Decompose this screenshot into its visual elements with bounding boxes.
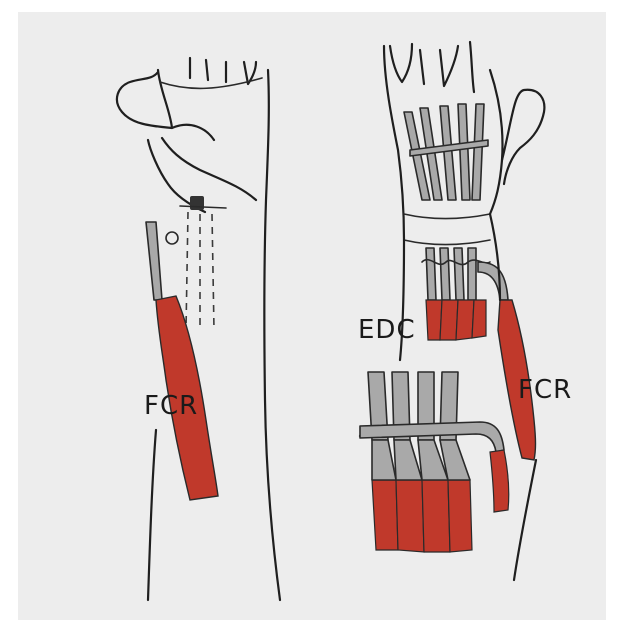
right-edc-label: EDC xyxy=(358,315,416,345)
inset-tendon-to-muscle xyxy=(372,440,470,480)
inset-edc-muscle xyxy=(372,480,472,552)
right-edc-muscle xyxy=(426,300,486,340)
left-fcr-label: FCR xyxy=(144,391,198,421)
left-wrist-clamp xyxy=(190,196,204,210)
right-fcr-label: FCR xyxy=(518,375,572,405)
paper-background xyxy=(18,12,606,620)
